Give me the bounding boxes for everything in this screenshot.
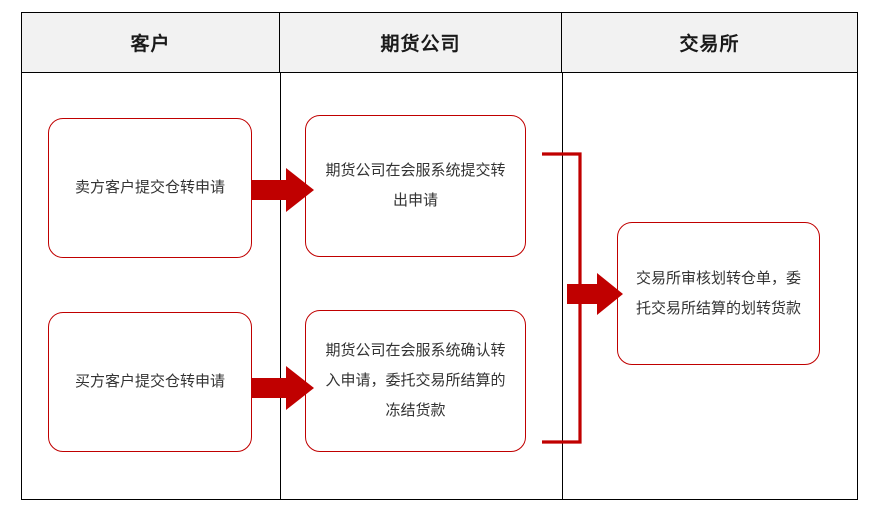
node-futures-out-label: 期货公司在会服系统提交转出申请 <box>325 162 506 209</box>
node-seller-apply: 卖方客户提交仓转申请 <box>48 118 252 258</box>
column-header-customer: 客户 <box>22 13 280 72</box>
node-futures-out: 期货公司在会服系统提交转出申请 <box>305 115 526 257</box>
arrow-right-icon <box>252 168 314 212</box>
node-futures-in-label: 期货公司在会服系统确认转入申请，委托交易所结算的冻结货款 <box>325 342 506 419</box>
node-exchange-audit-label: 交易所审核划转仓单，委托交易所结算的划转货款 <box>635 269 801 317</box>
arrow-right-icon <box>567 273 623 315</box>
column-header-futures-company: 期货公司 <box>280 13 562 72</box>
node-exchange-audit: 交易所审核划转仓单，委托交易所结算的划转货款 <box>617 222 820 365</box>
column-header-exchange: 交易所 <box>562 13 857 72</box>
column-header-exchange-label: 交易所 <box>679 34 740 55</box>
swimlane-header-row: 客户 期货公司 交易所 <box>22 13 857 73</box>
arrow-right-icon <box>252 366 314 410</box>
column-divider-1 <box>280 73 281 499</box>
node-seller-apply-label: 卖方客户提交仓转申请 <box>74 179 225 196</box>
column-header-customer-label: 客户 <box>130 34 171 55</box>
node-futures-in: 期货公司在会服系统确认转入申请，委托交易所结算的冻结货款 <box>305 310 526 452</box>
node-buyer-apply-label: 买方客户提交仓转申请 <box>74 373 225 390</box>
column-divider-2 <box>562 73 563 499</box>
node-buyer-apply: 买方客户提交仓转申请 <box>48 312 252 452</box>
column-header-futures-company-label: 期货公司 <box>380 34 461 55</box>
swimlane-table: 客户 期货公司 交易所 <box>21 12 858 500</box>
